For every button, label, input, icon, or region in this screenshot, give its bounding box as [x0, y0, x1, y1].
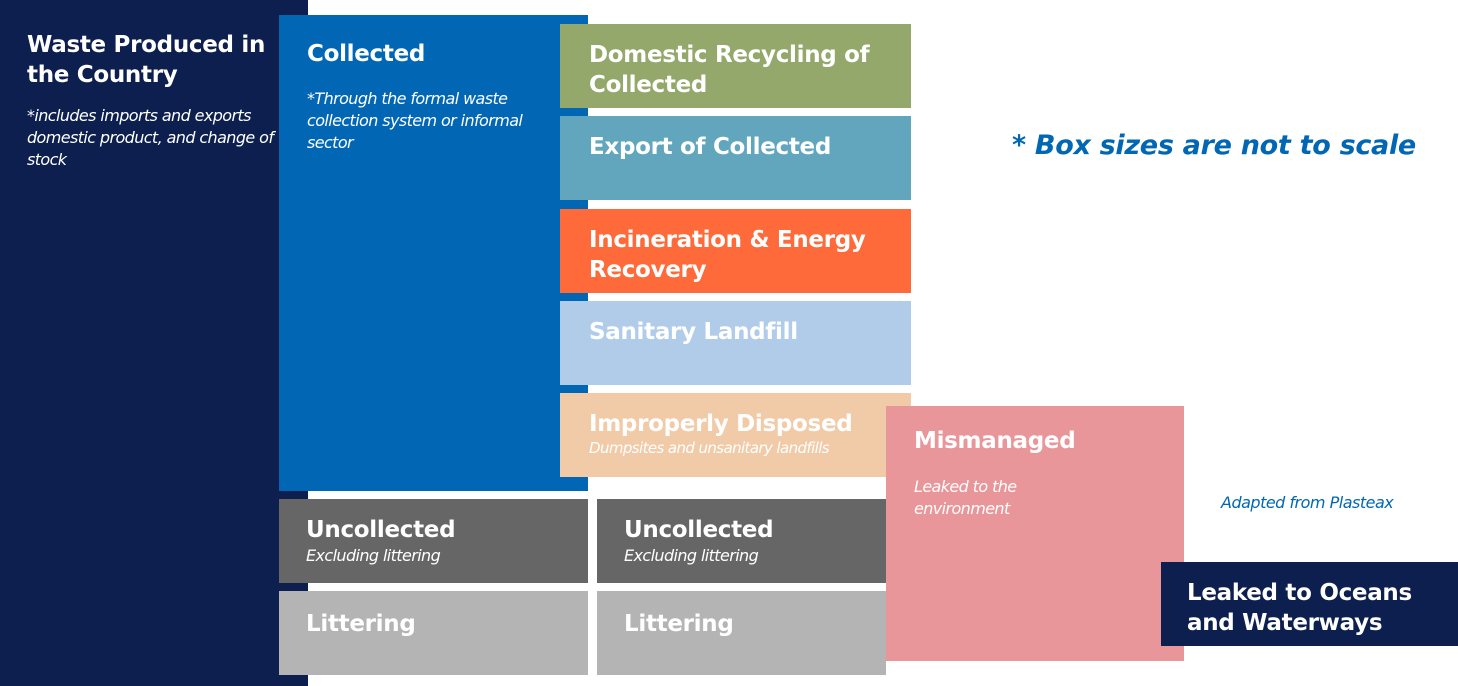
- source-credit: Adapted from Plasteax: [1221, 493, 1394, 512]
- mismanaged-box: Mismanaged Leaked to the environment: [886, 406, 1184, 661]
- uncollected-title: Uncollected: [306, 517, 456, 543]
- collected-note: *Through the formal waste collection sys…: [307, 89, 523, 152]
- mismanaged-note: Leaked to the environment: [914, 477, 1017, 518]
- sanitary-landfill-title: Sanitary Landfill: [589, 319, 798, 345]
- waste-produced-box: Waste Produced in the Country *includes …: [0, 0, 308, 686]
- export-title: Export of Collected: [589, 134, 832, 160]
- littering-box: Littering: [279, 591, 588, 675]
- uncollected-box-2: Uncollected Excluding littering: [597, 499, 886, 583]
- littering-title: Littering: [624, 611, 734, 637]
- scale-note: * Box sizes are not to scale: [1012, 130, 1416, 161]
- sanitary-landfill-box: Sanitary Landfill: [560, 301, 911, 385]
- improperly-disposed-title: Improperly Disposed: [589, 411, 853, 437]
- domestic-recycling-box: Domestic Recycling of Collected: [560, 24, 911, 108]
- leaked-oceans-box: Leaked to Oceans and Waterways: [1161, 562, 1458, 646]
- incineration-box: Incineration & Energy Recovery: [560, 209, 911, 293]
- export-box: Export of Collected: [560, 116, 911, 200]
- uncollected-box: Uncollected Excluding littering: [279, 499, 588, 583]
- collected-box: Collected *Through the formal waste coll…: [279, 15, 588, 491]
- incineration-title: Incineration & Energy Recovery: [589, 227, 866, 283]
- uncollected-note: Excluding littering: [624, 546, 759, 565]
- waste-produced-title: Waste Produced in the Country: [27, 32, 266, 88]
- uncollected-note: Excluding littering: [306, 546, 441, 565]
- littering-title: Littering: [306, 611, 416, 637]
- uncollected-title: Uncollected: [624, 517, 774, 543]
- littering-box-2: Littering: [597, 591, 886, 675]
- domestic-recycling-title: Domestic Recycling of Collected: [589, 42, 870, 98]
- leaked-oceans-title: Leaked to Oceans and Waterways: [1187, 580, 1412, 636]
- improperly-disposed-box: Improperly Disposed Dumpsites and unsani…: [560, 393, 911, 477]
- mismanaged-title: Mismanaged: [914, 428, 1076, 454]
- improperly-disposed-note: Dumpsites and unsanitary landfills: [589, 439, 830, 457]
- collected-title: Collected: [307, 41, 426, 67]
- waste-produced-note: *includes imports and exports domestic p…: [27, 106, 274, 169]
